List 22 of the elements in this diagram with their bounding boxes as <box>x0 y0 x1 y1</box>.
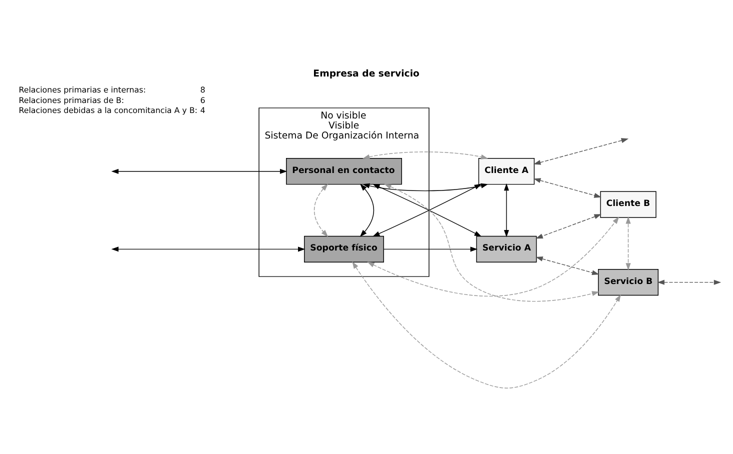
arrow <box>626 216 631 270</box>
arrow <box>352 260 621 388</box>
node-box: Servicio B <box>598 268 658 296</box>
arrow <box>367 216 620 296</box>
arrow <box>504 182 509 237</box>
arrow <box>533 138 629 164</box>
node-box: Servicio A <box>476 235 537 262</box>
arrow <box>533 178 602 198</box>
node-box: Personal en contacto <box>286 158 402 184</box>
arrow <box>111 168 288 174</box>
diagram-title: Empresa de servicio <box>313 68 420 80</box>
arrow <box>657 279 722 284</box>
arrow <box>536 256 600 275</box>
arrow <box>111 246 306 252</box>
arrow <box>314 183 328 236</box>
arrow <box>383 246 478 252</box>
arrow <box>360 183 374 236</box>
node-box: Cliente B <box>600 190 656 218</box>
arrow <box>362 151 488 159</box>
arrow <box>536 214 602 238</box>
node-box: Soporte físico <box>304 235 384 262</box>
node-box: Cliente A <box>478 158 535 184</box>
